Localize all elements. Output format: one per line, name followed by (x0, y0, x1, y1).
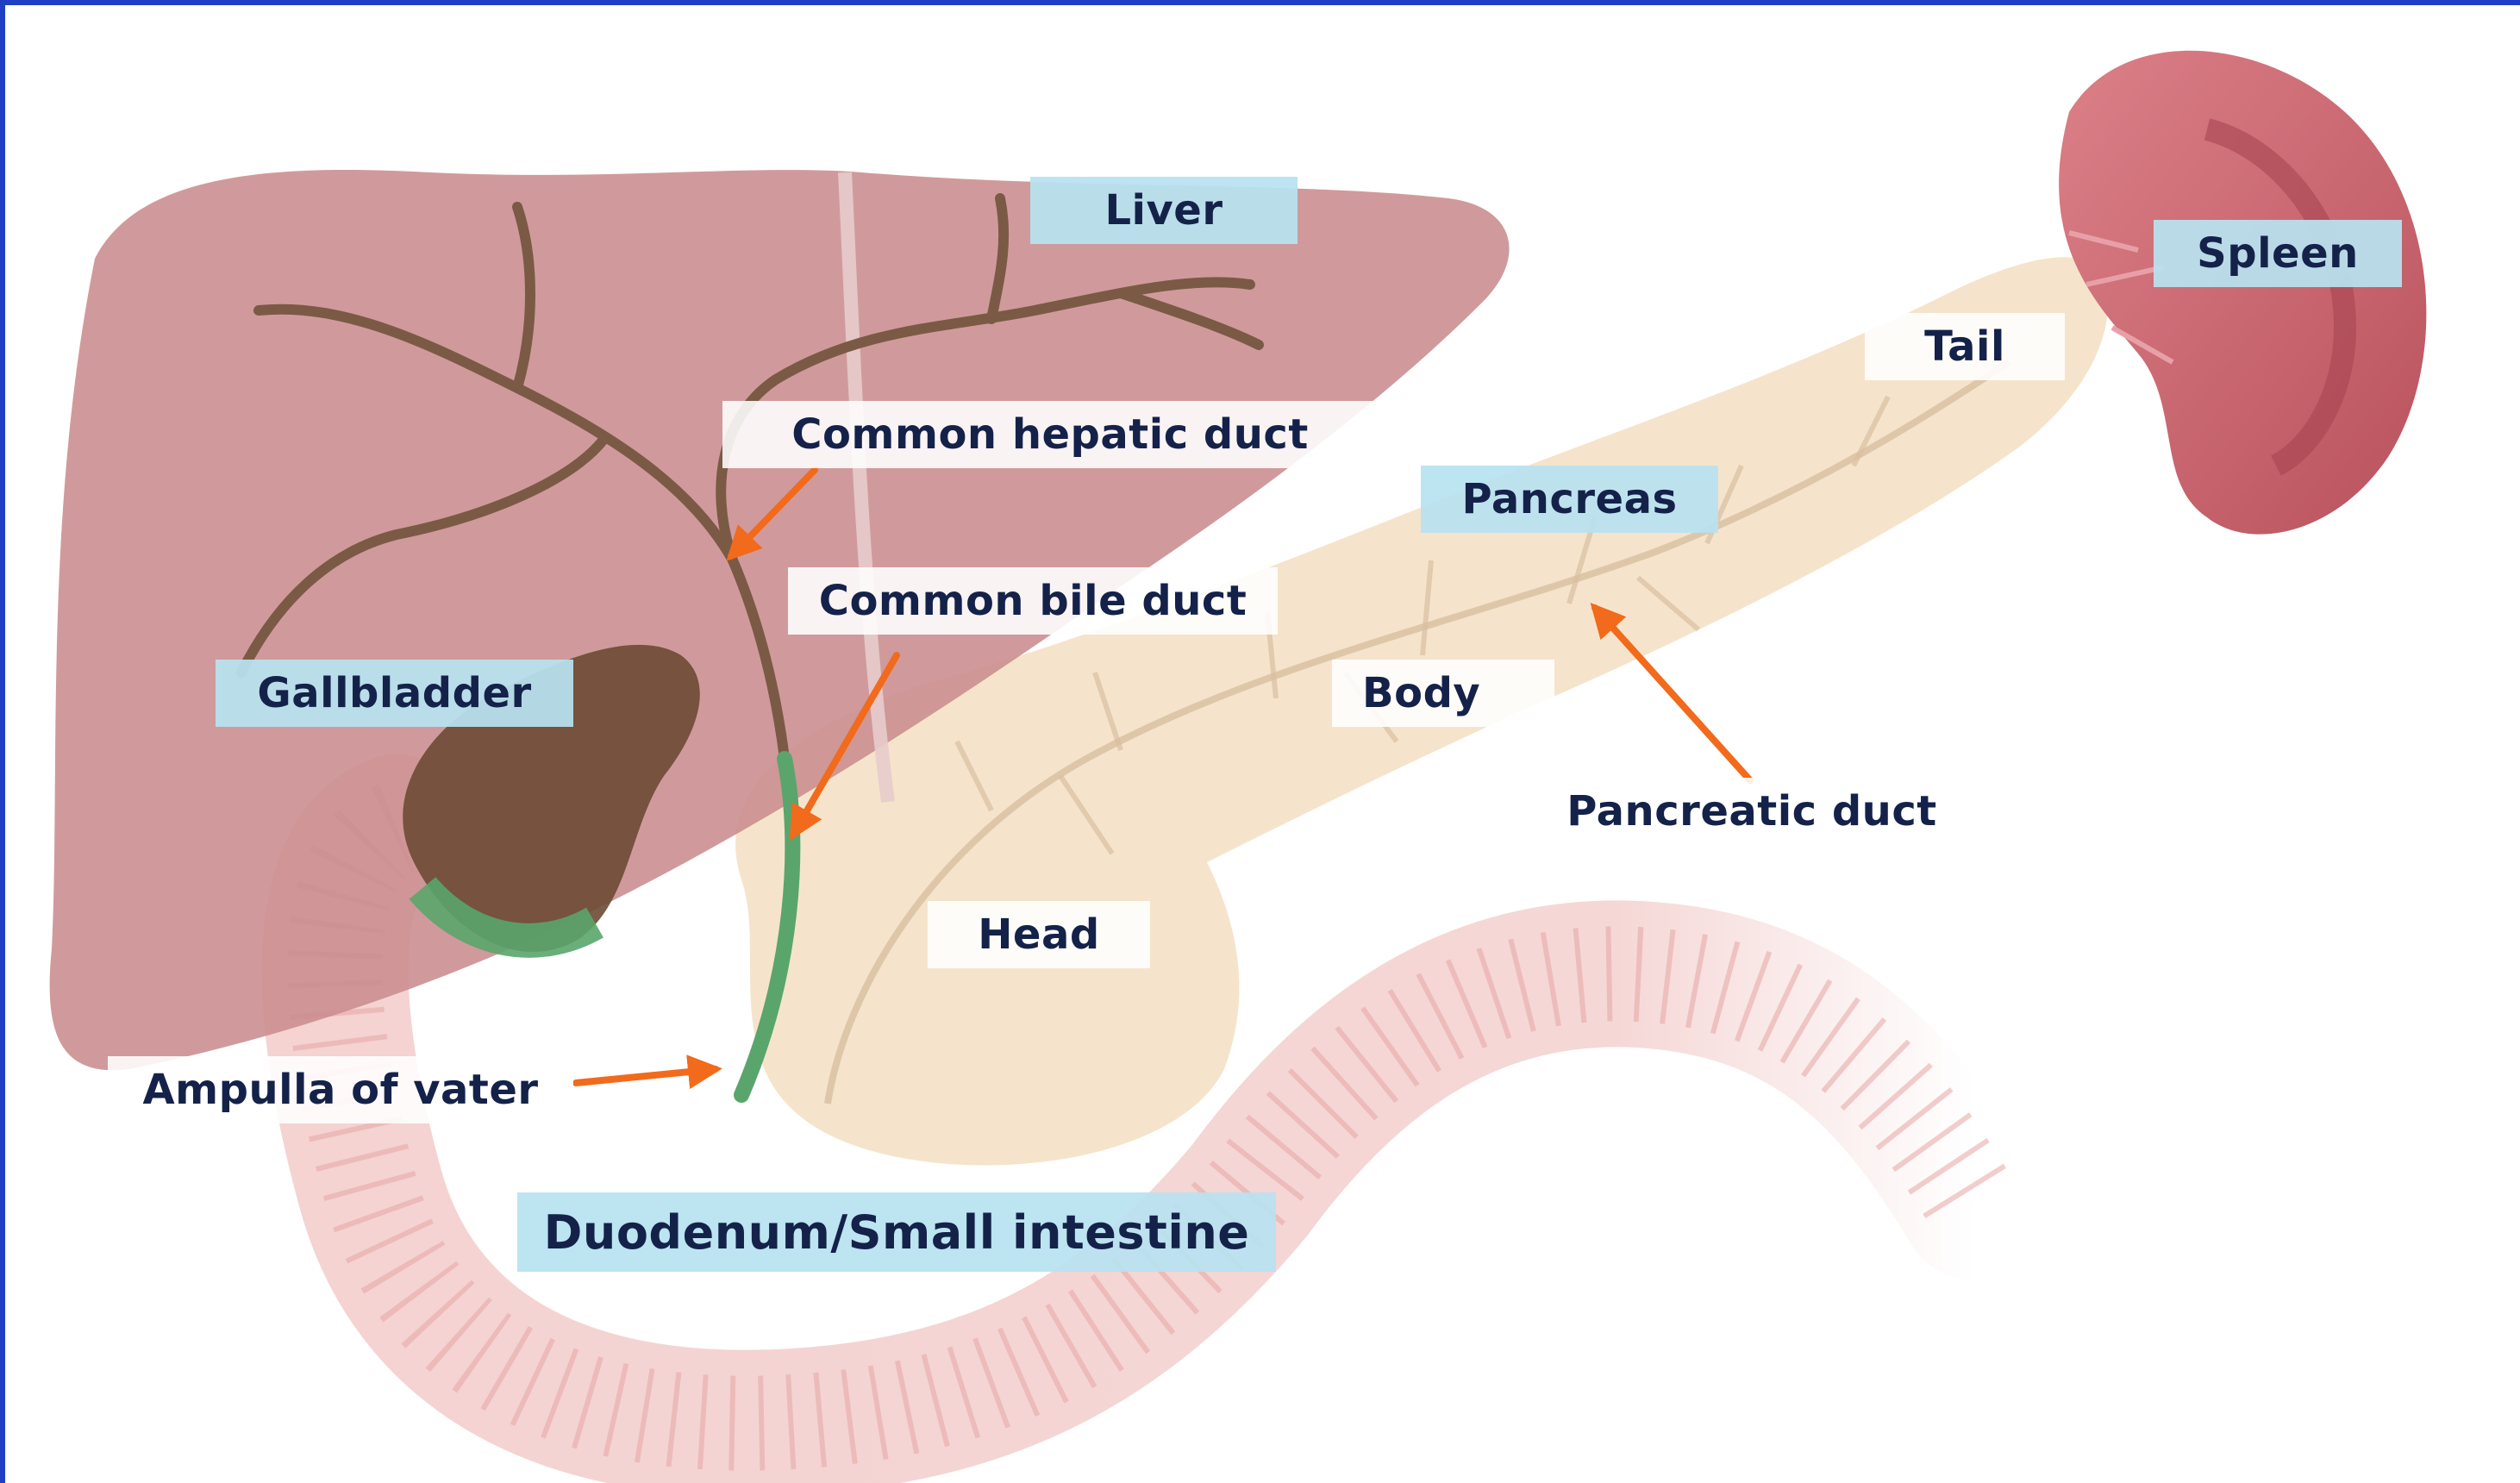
spleen-illustration (2059, 51, 2426, 535)
common-hepatic-duct-label: Common hepatic duct (722, 401, 1378, 468)
ampulla-label: Ampulla of vater (108, 1056, 573, 1123)
head-label: Head (928, 901, 1150, 968)
common-bile-duct-label: Common bile duct (788, 567, 1278, 635)
spleen-label: Spleen (2154, 220, 2402, 287)
liver-label: Liver (1030, 177, 1298, 244)
body-label: Body (1332, 660, 1554, 727)
tail-label: Tail (1865, 313, 2065, 380)
ampulla-arrow (576, 1069, 716, 1083)
gallbladder-label: Gallbladder (216, 660, 573, 727)
pancreas-label: Pancreas (1421, 466, 1718, 533)
pancreatic-duct-label: Pancreatic duct (1507, 778, 1997, 845)
duodenum-label: Duodenum/Small intestine (517, 1192, 1276, 1272)
